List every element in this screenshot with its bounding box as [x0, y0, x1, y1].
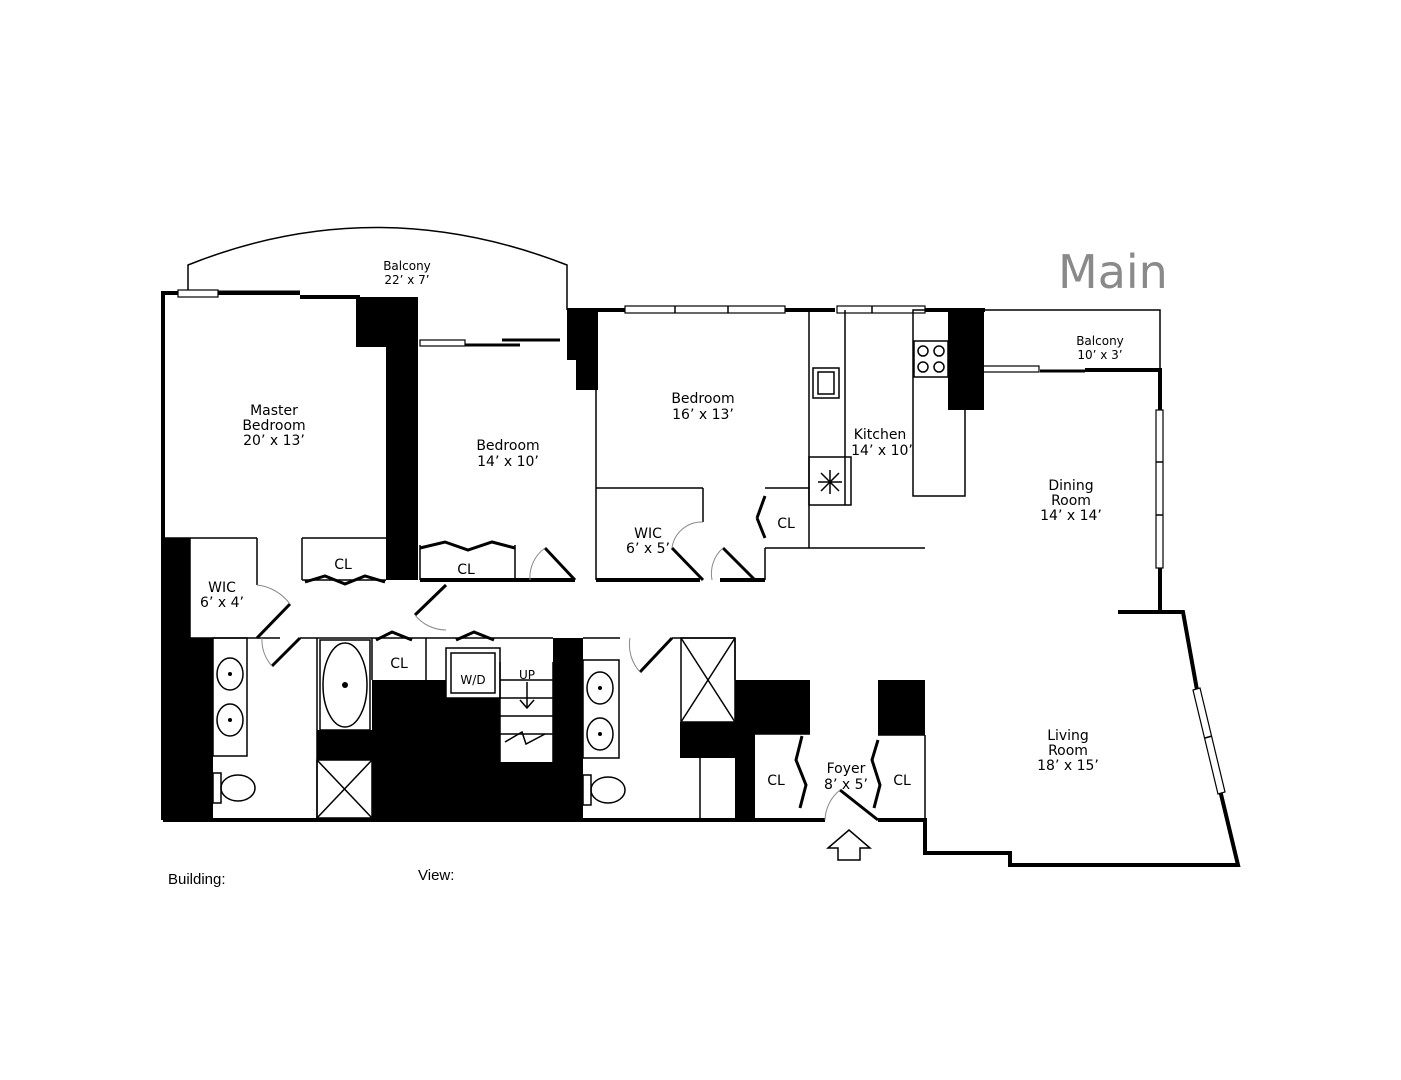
- master-bedroom-name-1: Master: [250, 403, 298, 419]
- living-name-2: Room: [1048, 743, 1088, 759]
- wic-left-size: 6’ x 4’: [200, 595, 244, 611]
- balcony-top-size: 22’ x 7’: [384, 273, 429, 287]
- closet-label-master: CL: [334, 557, 352, 573]
- kitchen-counters: [808, 309, 966, 506]
- bedroom-mid-size: 14’ x 10’: [477, 454, 539, 470]
- closet-label-foyer-right: CL: [893, 773, 911, 789]
- wic-left-name: WIC: [208, 580, 236, 596]
- closet-label-bath: CL: [390, 656, 408, 672]
- plan-title: Main: [1058, 245, 1168, 299]
- dining-name-2: Room: [1051, 493, 1091, 509]
- closet-labels: CL CL CL CL CL CL: [334, 516, 911, 789]
- structural-solids: [163, 297, 984, 820]
- master-bedroom-size: 20’ x 13’: [243, 433, 305, 449]
- washer-dryer-label: W/D: [460, 673, 485, 687]
- doors: [255, 495, 882, 822]
- master-bedroom-name-2: Bedroom: [242, 418, 305, 434]
- kitchen-size: 14’ x 10’: [851, 443, 913, 459]
- dining-size: 14’ x 14’: [1040, 508, 1102, 524]
- kitchen-name: Kitchen: [854, 427, 907, 443]
- kitchen-fixtures: [812, 345, 945, 494]
- view-label: View:: [418, 867, 454, 884]
- bedroom-right-size: 16’ x 13’: [672, 407, 734, 423]
- wic-mid-size: 6’ x 5’: [626, 541, 670, 557]
- balcony-right-outline: [985, 309, 1161, 368]
- building-label: Building:: [168, 871, 226, 888]
- refrigerator-icon: [818, 470, 842, 494]
- living-name-1: Living: [1047, 728, 1089, 744]
- closet-zigzags: [304, 540, 516, 642]
- balcony-right-name: Balcony: [1076, 334, 1124, 348]
- bedroom-right-name: Bedroom: [671, 391, 734, 407]
- windows: [177, 289, 1226, 795]
- stove-icon: [917, 345, 945, 373]
- bedroom-mid-name: Bedroom: [476, 438, 539, 454]
- bath-fixtures: [212, 637, 736, 819]
- balcony-right-size: 10’ x 3’: [1077, 348, 1122, 362]
- dining-name-1: Dining: [1048, 478, 1093, 494]
- interior-walls: [162, 310, 926, 820]
- living-size: 18’ x 15’: [1037, 758, 1099, 774]
- closet-label-bedroom-mid: CL: [457, 562, 475, 578]
- stair-up-label: UP: [519, 668, 535, 682]
- balcony-top-outline: [187, 226, 568, 310]
- entry-arrow-icon: [825, 829, 873, 861]
- foyer-name: Foyer: [827, 761, 866, 777]
- sliding-doors: [218, 290, 1085, 373]
- closet-label-bedroom-right: CL: [777, 516, 795, 532]
- foyer-size: 8’ x 5’: [824, 777, 868, 793]
- closet-label-foyer-left: CL: [767, 773, 785, 789]
- room-labels: Balcony 22’ x 7’ Balcony 10’ x 3’ Master…: [200, 259, 1124, 793]
- balcony-top-name: Balcony: [383, 259, 431, 273]
- stairs: [499, 662, 554, 762]
- wic-mid-name: WIC: [634, 526, 662, 542]
